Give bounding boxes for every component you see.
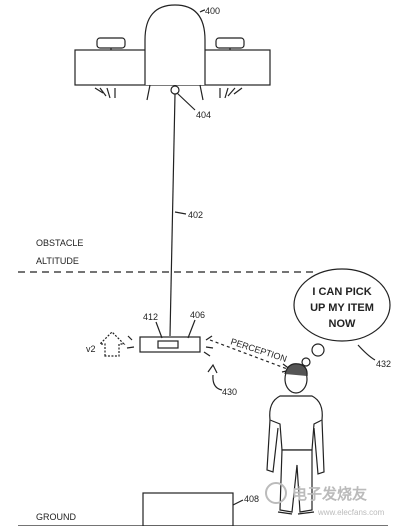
label-404: 404 [196, 110, 211, 120]
label-408: 408 [244, 494, 259, 504]
label-altitude: ALTITUDE [36, 256, 79, 266]
winch [170, 85, 180, 95]
perception-arrow [209, 339, 291, 371]
thought-line-3: NOW [329, 318, 357, 330]
payload [126, 319, 214, 357]
label-406: 406 [190, 310, 205, 320]
watermark-text: 电子发烧友 [292, 485, 367, 503]
thought-line-1: I CAN PICK [312, 286, 371, 298]
label-ground: GROUND [36, 512, 76, 522]
person-torso [269, 395, 323, 451]
watermark-logo-icon [265, 482, 287, 504]
label-432: 432 [376, 359, 391, 369]
person [266, 363, 325, 515]
label-perception: PERCEPTION [229, 336, 288, 364]
label-430: 430 [222, 387, 237, 397]
watermark: 电子发烧友 www.elecfans.com [265, 482, 385, 517]
label-402: 402 [188, 210, 203, 220]
thought-bubble [293, 268, 391, 374]
drone [74, 4, 271, 111]
rotor-left [96, 37, 126, 49]
light-rays [94, 87, 243, 99]
label-v2: v2 [86, 344, 96, 354]
thought-line-2: UP MY ITEM [310, 302, 374, 314]
payload-inner [157, 340, 179, 349]
drone-dome [144, 4, 206, 85]
label-400: 400 [205, 6, 220, 16]
label-obstacle: OBSTACLE [36, 238, 83, 248]
watermark-url: www.elecfans.com [317, 508, 385, 517]
label-412: 412 [143, 312, 158, 322]
curved-arrow-430 [212, 374, 223, 391]
person-legs [279, 449, 313, 513]
rotor-right [215, 37, 245, 49]
package-box [142, 492, 234, 526]
velocity-arrow [98, 331, 126, 357]
tether [169, 93, 176, 337]
person-arms [266, 419, 325, 475]
person-hair [284, 363, 308, 377]
